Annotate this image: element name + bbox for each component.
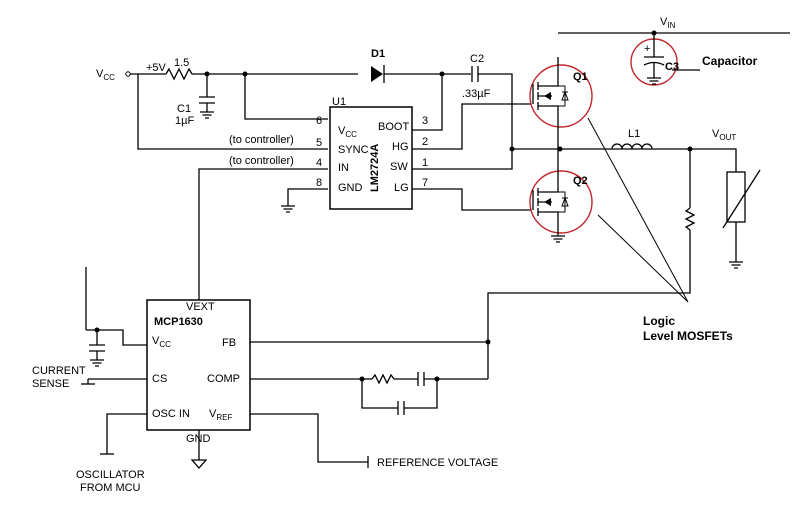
vout-label: VOUT [712, 128, 736, 142]
ref-voltage-label: REFERENCE VOLTAGE [377, 457, 498, 469]
comp-capacitor-2 [397, 401, 405, 415]
c3-label: C3 [665, 61, 679, 73]
load-ground-icon [729, 261, 743, 269]
vin-section: VIN + C3 Capacitor [558, 16, 790, 86]
l1-label: L1 [628, 128, 640, 140]
c1-value: 1µF [175, 115, 194, 127]
c2-capacitor [471, 66, 479, 82]
supply-section: VCC +5V 1.5 C1 1µF [96, 57, 358, 150]
mcp-ground-icon [190, 459, 208, 469]
c3-polarity: + [644, 43, 650, 55]
pin-hg-label: HG [392, 141, 409, 153]
q2-highlight-ring [529, 170, 593, 234]
q1-highlight-ring [529, 64, 593, 128]
vin-label: VIN [660, 16, 676, 30]
d1-diode-icon [371, 66, 383, 82]
pin-2-num: 2 [422, 136, 428, 148]
mcp-osc-label: OSC IN [152, 408, 190, 420]
mcp-vref-label: VREF [209, 408, 232, 422]
vcc-label: VCC [96, 68, 115, 82]
pin-in-label: IN [338, 162, 349, 174]
l1-inductor [611, 143, 653, 150]
mcp-vcc-capacitor [89, 344, 105, 352]
mcp1630-name: MCP1630 [154, 316, 203, 328]
pin-boot-label: BOOT [378, 121, 409, 133]
mcp-vext-label: VEXT [186, 301, 215, 313]
lm2724a-body [329, 106, 413, 210]
mcp-gnd-label: GND [186, 433, 211, 445]
mcp-vcc-label: VCC [152, 335, 171, 349]
osc-label-1: OSCILLATOR [76, 469, 145, 481]
c2-name: C2 [470, 53, 484, 65]
osc-label-2: FROM MCU [80, 482, 141, 494]
pin-lg-label: LG [394, 182, 409, 194]
mcp1630-ic: VEXT MCP1630 VCC CS OSC IN FB COMP VREF … [32, 267, 498, 494]
c1-ground-icon [200, 111, 214, 119]
pin-vcc-label: VCC [338, 125, 357, 139]
current-sense-2: SENSE [32, 378, 69, 390]
mcp-vcc-ground-icon [90, 359, 104, 367]
mcp-cs-label: CS [152, 373, 167, 385]
mcp-comp-label: COMP [207, 373, 240, 385]
pin-7-num: 7 [422, 177, 428, 189]
pin-sw-label: SW [390, 161, 408, 173]
c3-ground-icon [647, 77, 661, 85]
in-note: (to controller) [229, 155, 294, 167]
vcc-terminal [125, 71, 131, 77]
pin-sync-label: SYNC [338, 144, 369, 156]
feedback-resistor [684, 207, 696, 231]
u1-label: U1 [332, 96, 346, 108]
logic-label: Logic [643, 314, 675, 328]
c1-capacitor [199, 96, 215, 104]
mcp-fb-label: FB [222, 337, 236, 349]
output-section: L1 VOUT [487, 128, 761, 379]
capacitor-label: Capacitor [702, 54, 758, 68]
resistor-r [165, 67, 193, 81]
pin-gnd-label: GND [338, 182, 363, 194]
q1-label: Q1 [573, 71, 588, 83]
mcp1630-body [146, 299, 251, 431]
pin-4-num: 4 [316, 157, 322, 169]
current-sense-1: CURRENT [32, 365, 86, 377]
u1-ground-icon [281, 205, 295, 213]
pin-6-num: 6 [316, 115, 322, 127]
mosfets-label: Level MOSFETs [643, 329, 733, 343]
plus5v-label: +5V [146, 62, 167, 74]
c2-value: .33µF [462, 88, 491, 100]
d1-label: D1 [371, 48, 385, 60]
pin-1-num: 1 [422, 157, 428, 169]
bootstrap-section: D1 C2 .33µF [371, 48, 513, 149]
pin-3-num: 3 [422, 115, 428, 127]
q1-mosfet: Q1 [529, 57, 593, 149]
lm2724a-name: LM2724A [369, 144, 381, 192]
lm2724a-ic: U1 LM2724A VCC 6 SYNC 5 IN 4 GND 8 BOOT … [198, 96, 690, 300]
comp-capacitor-1 [417, 372, 425, 386]
mosfet-callout: Logic Level MOSFETs [587, 117, 733, 343]
q2-label: Q2 [573, 175, 588, 187]
q2-ground-icon [551, 235, 565, 243]
pin-5-num: 5 [316, 137, 322, 149]
sync-note: (to controller) [229, 134, 294, 146]
r-value-label: 1.5 [174, 57, 189, 69]
pin-8-num: 8 [316, 177, 322, 189]
q2-mosfet: Q2 [529, 149, 593, 243]
comp-resistor [371, 373, 395, 385]
c1-name: C1 [177, 103, 191, 115]
